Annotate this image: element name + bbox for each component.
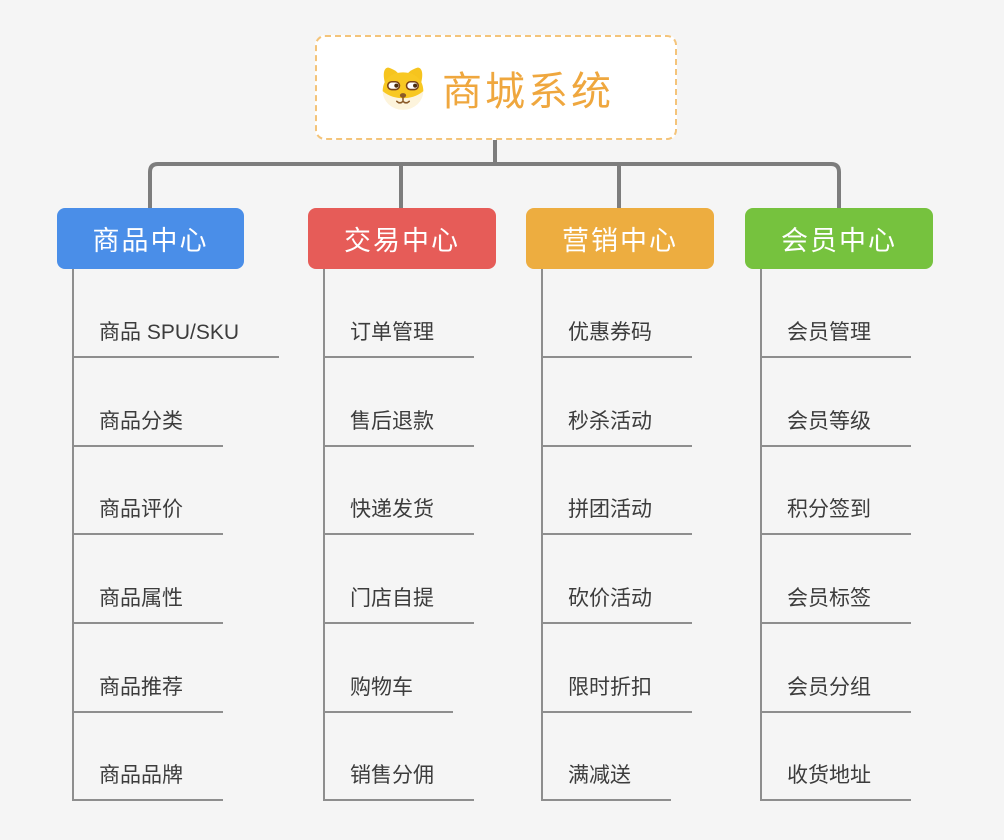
leaf-node[interactable]: 会员等级 xyxy=(760,407,911,447)
leaf-node[interactable]: 会员分组 xyxy=(760,673,911,713)
root-node-mall-system[interactable]: 商城系统 xyxy=(315,35,677,140)
leaf-node[interactable]: 满减送 xyxy=(541,761,671,801)
leaf-node[interactable]: 砍价活动 xyxy=(541,584,692,624)
leaf-node[interactable]: 积分签到 xyxy=(760,495,911,535)
leaf-node[interactable]: 优惠券码 xyxy=(541,318,692,358)
branch-node-label: 商品中心 xyxy=(92,226,209,256)
leaf-node[interactable]: 商品推荐 xyxy=(72,673,223,713)
leaf-node[interactable]: 门店自提 xyxy=(323,584,474,624)
root-node-title: 商城系统 xyxy=(442,69,614,114)
leaf-node[interactable]: 拼团活动 xyxy=(541,495,692,535)
branch-node-marketing-center[interactable]: 营销中心 xyxy=(526,208,714,269)
branch-node-product-center[interactable]: 商品中心 xyxy=(57,208,244,269)
branch-node-label: 会员中心 xyxy=(781,226,897,256)
leaf-node[interactable]: 售后退款 xyxy=(323,407,474,447)
leaf-node[interactable]: 订单管理 xyxy=(323,318,474,358)
leaf-node[interactable]: 商品 SPU/SKU xyxy=(72,318,280,358)
leaf-node[interactable]: 商品分类 xyxy=(72,407,223,447)
leaf-node[interactable]: 商品评价 xyxy=(72,495,223,535)
leaf-node[interactable]: 会员标签 xyxy=(760,584,911,624)
leaf-node[interactable]: 限时折扣 xyxy=(541,673,692,713)
dog-face-icon xyxy=(382,67,424,110)
leaf-node[interactable]: 商品品牌 xyxy=(72,761,223,801)
branch-node-member-center[interactable]: 会员中心 xyxy=(745,208,933,269)
leaf-node[interactable]: 会员管理 xyxy=(760,318,911,358)
branch-node-label: 交易中心 xyxy=(344,226,460,256)
leaf-node[interactable]: 收货地址 xyxy=(760,761,911,801)
leaf-node[interactable]: 秒杀活动 xyxy=(541,407,692,447)
leaf-node[interactable]: 购物车 xyxy=(323,673,453,713)
leaf-node[interactable]: 商品属性 xyxy=(72,584,223,624)
branch-node-trade-center[interactable]: 交易中心 xyxy=(308,208,496,269)
leaf-node[interactable]: 快递发货 xyxy=(323,495,474,535)
leaf-node[interactable]: 销售分佣 xyxy=(323,761,474,801)
branch-node-label: 营销中心 xyxy=(562,226,678,256)
